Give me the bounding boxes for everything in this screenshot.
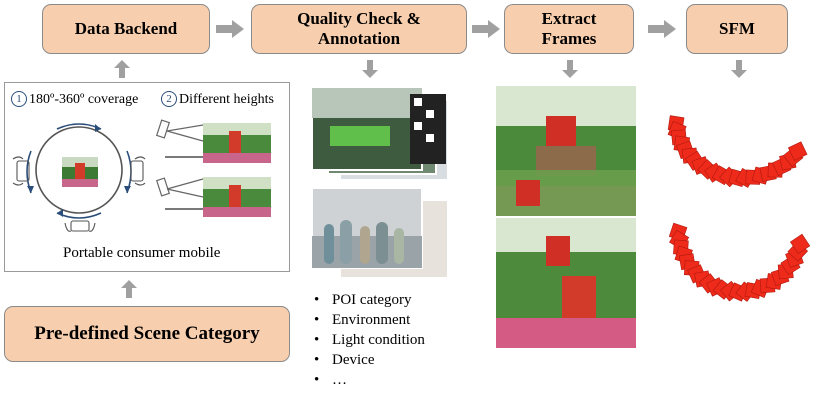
arrow-right-1 <box>216 20 244 38</box>
arrow-right-3 <box>648 20 676 38</box>
heights-number-badge: 2 <box>161 91 177 107</box>
annotation-item: POI category <box>310 290 425 310</box>
sfm-trajectories <box>667 115 811 302</box>
camera-frustum <box>789 233 811 255</box>
orbit-illustration <box>12 123 146 232</box>
arrow-up-to-panel <box>121 280 137 298</box>
phone-upper <box>155 119 204 158</box>
arrow-up-to-backend <box>114 60 130 78</box>
frame-2 <box>496 170 636 216</box>
stage-scene-category: Pre-defined Scene Category <box>4 306 290 362</box>
stage-extract-frames-label-2: Frames <box>541 29 597 48</box>
annotation-item: … <box>310 370 425 390</box>
arrow-down-extract <box>562 60 578 78</box>
annotation-list: POI category Environment Light condition… <box>310 290 425 390</box>
camera-frustum <box>787 141 808 161</box>
coverage-text: 180º-360º coverage <box>29 92 139 107</box>
arrow-down-quality <box>362 60 378 78</box>
poi-image-stack-2 <box>311 187 449 279</box>
annotation-item: Light condition <box>310 330 425 350</box>
coverage-number-badge: 1 <box>11 91 27 107</box>
stage-extract-frames-label-1: Extract <box>541 9 597 28</box>
poi-image-stack-1 <box>311 87 449 181</box>
stage-extract-frames: Extract Frames <box>504 4 634 54</box>
phone-lower <box>155 177 204 210</box>
stage-sfm-label: SFM <box>719 19 755 38</box>
capture-caption: Portable consumer mobile <box>63 245 221 261</box>
arrow-right-2 <box>472 20 500 38</box>
annotation-item: Environment <box>310 310 425 330</box>
annotation-item: Device <box>310 350 425 370</box>
stage-quality-check-label-1: Quality Check & <box>297 9 421 28</box>
stage-data-backend-label: Data Backend <box>74 19 178 38</box>
stage-sfm: SFM <box>686 4 788 54</box>
stage-quality-check-label-2: Annotation <box>317 29 401 48</box>
stage-data-backend: Data Backend <box>42 4 210 54</box>
stage-scene-category-label: Pre-defined Scene Category <box>34 323 260 344</box>
stage-quality-check: Quality Check & Annotation <box>251 4 467 54</box>
frame-3 <box>496 218 636 348</box>
orbit-circle <box>35 126 123 214</box>
extracted-frames <box>496 86 636 348</box>
heights-text: Different heights <box>179 92 274 107</box>
arrow-down-sfm <box>731 60 747 78</box>
heights-illustration <box>155 119 271 217</box>
